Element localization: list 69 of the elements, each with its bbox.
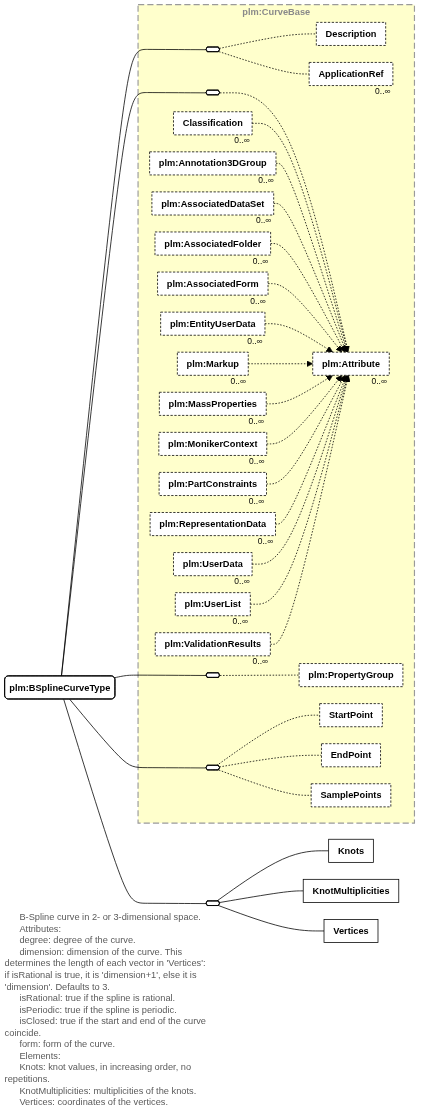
element-box: plm:PartConstraints <box>158 472 267 496</box>
annotation-text: isClosed: true if the start and end of the curve coincide. <box>4 1015 207 1039</box>
element-box: plm:MonikerContext <box>158 431 268 456</box>
element-box: KnotMultiplicities <box>302 878 400 903</box>
element-box: Description <box>315 21 387 46</box>
annotation-text: isPeriodic: true if the spline is periodic. <box>18 1003 178 1016</box>
element-box: plm:Markup <box>176 351 249 376</box>
multiplicity-label: 0..∞ <box>257 536 274 547</box>
connector <box>219 890 304 903</box>
element-box: plm:EntityUserData <box>160 311 266 336</box>
annotation-text: Attributes: <box>18 922 63 935</box>
element-box: plm:PropertyGroup <box>298 663 404 688</box>
connector <box>219 754 322 768</box>
connector <box>216 714 321 767</box>
multiplicity-label: 0..∞ <box>250 295 266 306</box>
element-box: plm:Attribute <box>312 351 390 376</box>
multiplicity-label: 0..∞ <box>258 175 274 186</box>
multiplicity-label: 0..∞ <box>230 375 246 386</box>
connector <box>218 33 317 49</box>
connector <box>218 769 312 796</box>
annotation-text: form: form of the curve. <box>18 1038 116 1050</box>
annotation-text: KnotMultiplicities: multiplicities of the knots. <box>18 1084 198 1097</box>
multiplicity-label: 0..∞ <box>234 576 250 587</box>
compositor-symbol <box>205 46 220 53</box>
multiplicity-label: 0..∞ <box>249 455 265 466</box>
element-box: plm:RepresentationData <box>149 512 276 536</box>
element-box: plm:Annotation3DGroup <box>149 151 277 176</box>
multiplicity-label: 0..∞ <box>247 335 263 346</box>
connector <box>63 699 207 904</box>
annotation-text: Elements: <box>18 1050 62 1062</box>
element-box: Vertices <box>323 919 379 943</box>
compositor-symbol <box>205 764 220 771</box>
element-box: plm:AssociatedFolder <box>154 231 271 256</box>
multiplicity-label: 0..∞ <box>252 255 269 266</box>
element-box: plm:UserList <box>174 592 251 617</box>
multiplicity-label: 0..∞ <box>248 496 265 506</box>
element-box: plm:AssociatedForm <box>157 271 269 296</box>
element-box: plm:UserData <box>173 552 253 577</box>
connector <box>218 905 325 932</box>
connector <box>114 674 207 679</box>
connector <box>69 699 207 769</box>
annotation-text: Knots: knot values, in increasing order, no repetitions. <box>4 1061 193 1085</box>
multiplicity-label: 0..∞ <box>371 375 387 386</box>
element-box: plm:MassProperties <box>158 391 267 416</box>
element-box: StartPoint <box>319 703 383 728</box>
multiplicity-label: 0..∞ <box>234 135 250 146</box>
multiplicity-label: 0..∞ <box>255 215 272 226</box>
multiplicity-label: 0..∞ <box>248 415 264 426</box>
annotation-text: degree: degree of the curve. <box>18 934 137 946</box>
multiplicity-label: 0..∞ <box>232 616 248 627</box>
element-box: ApplicationRef <box>308 62 394 86</box>
compositor-symbol <box>205 672 220 678</box>
compositor-symbol <box>205 89 220 96</box>
connector <box>219 674 300 676</box>
type-box: plm:BSplineCurveType <box>4 675 116 700</box>
element-box: plm:ValidationResults <box>154 632 271 657</box>
connector <box>216 850 330 902</box>
multiplicity-label: 0..∞ <box>375 86 391 97</box>
element-box: Classification <box>173 111 253 136</box>
element-box: plm:AssociatedDataSet <box>151 191 275 216</box>
annotation-text: Vertices: coordinates of the vertices. <box>18 1096 169 1108</box>
element-box: SamplePoints <box>310 783 392 808</box>
annotation-text: B-Spline curve in 2- or 3-dimensional space. <box>18 911 202 923</box>
element-box: Knots <box>328 838 374 863</box>
multiplicity-label: 0..∞ <box>252 656 269 667</box>
annotation-text: isRational: true if the spline is rational. <box>18 992 177 1004</box>
annotation-text: dimension: dimension of the curve. This determines the length of each vector in 'Vertices': if isRational is true, it is 'dimension+1', else it is 'dimension'. Defaults to 3. <box>4 946 207 993</box>
compositor-symbol <box>205 900 220 906</box>
element-box: EndPoint <box>321 743 381 768</box>
